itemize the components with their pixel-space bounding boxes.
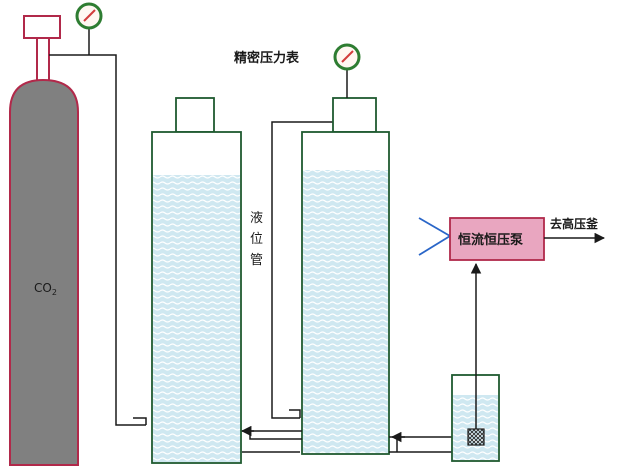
pump-intake-lines bbox=[418, 217, 452, 256]
vessel-1-cap bbox=[175, 97, 215, 133]
precision-pressure-gauge bbox=[333, 43, 361, 98]
reservoir bbox=[451, 374, 500, 462]
cylinder-pressure-gauge bbox=[75, 2, 103, 55]
cylinder-body bbox=[9, 78, 79, 466]
level-tube-label-1: 液 bbox=[250, 211, 263, 226]
cylinder-label: CO2 bbox=[34, 281, 57, 297]
precision-gauge-label: 精密压力表 bbox=[234, 50, 300, 66]
vessel-2-cap bbox=[332, 97, 377, 133]
level-tube-label-2: 位 bbox=[250, 232, 263, 247]
vessel-1 bbox=[151, 97, 242, 464]
vessel-1-liquid bbox=[153, 175, 240, 462]
pump-label: 恒流恒压泵 bbox=[458, 232, 523, 248]
vessel-2 bbox=[301, 97, 390, 455]
cylinder-valve-stem bbox=[36, 37, 50, 83]
pump-body bbox=[449, 217, 545, 261]
level-tube-label-3: 管 bbox=[250, 253, 263, 268]
level-tube bbox=[271, 121, 333, 419]
co2-cylinder: CO2 bbox=[9, 15, 79, 466]
filter-mesh-icon bbox=[467, 428, 485, 446]
cylinder-pipe bbox=[49, 54, 147, 426]
vessel-2-liquid bbox=[303, 170, 388, 453]
cylinder-valve-cap bbox=[23, 15, 61, 39]
constant-flow-pump: 恒流恒压泵 bbox=[418, 217, 545, 261]
outlet-label: 去高压釜 bbox=[550, 216, 599, 231]
